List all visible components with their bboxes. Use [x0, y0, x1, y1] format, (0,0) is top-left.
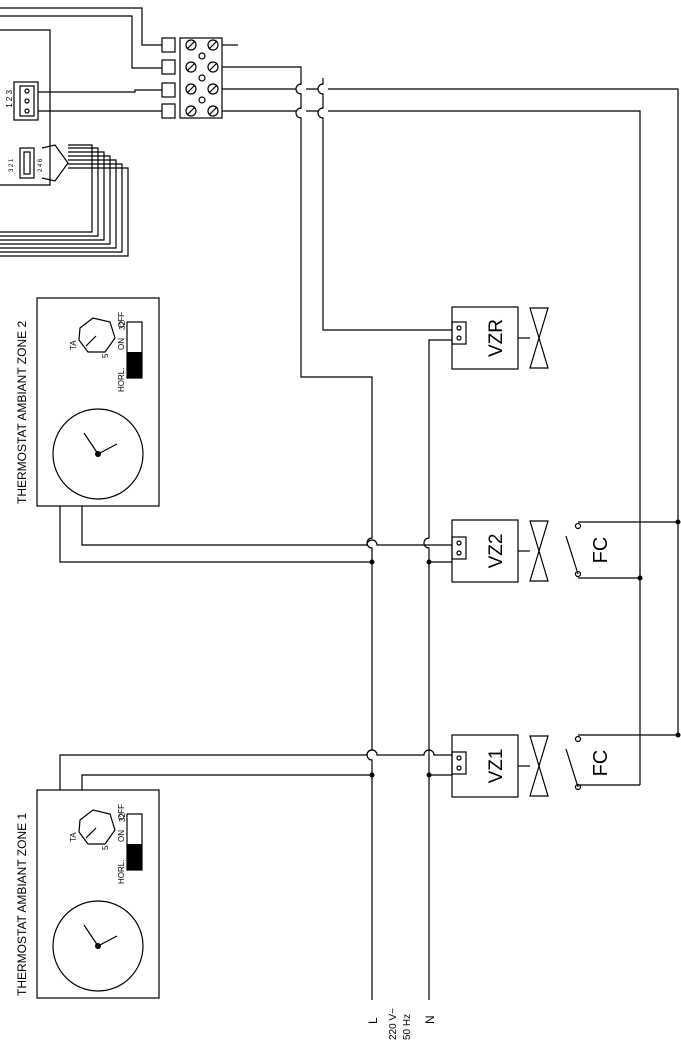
- terminal-block: [0, 7, 223, 119]
- connector-pin-labels: 1 2 3: [5, 89, 14, 107]
- valve-vz2: VZ2: [451, 519, 549, 583]
- thermostat-zone-2-mode-on: ON: [117, 338, 126, 350]
- valve-vzr-label: VZR: [486, 319, 507, 357]
- supply-labels: L 220 V~ 50 Hz N: [366, 1008, 437, 1040]
- supply-voltage-label: 220 V~: [388, 1008, 399, 1040]
- thermostat-zone-2-mode-horl: HORL.: [117, 368, 126, 392]
- thermostat-zone-2: THERMOSTAT AMBIANT ZONE 2 TA 5 32 HORL. …: [15, 297, 160, 507]
- supply-line-label: L: [366, 1017, 380, 1024]
- end-switch-fc-1: FC: [565, 735, 612, 791]
- valve-vz2-label: VZ2: [486, 534, 507, 569]
- supply-neutral-label: N: [423, 1015, 437, 1024]
- thermostat-zone-1-mode-off: OFF: [117, 804, 126, 820]
- thermostat-zone-2-dial-label: TA: [69, 340, 78, 350]
- valve-vz1-label: VZ1: [486, 749, 507, 784]
- end-switch-fc-1-label: FC: [590, 750, 612, 777]
- thermostat-zone-1-dial-max: 32: [118, 813, 127, 822]
- wires: [59, 44, 681, 1000]
- thermostat-zone-1-title: THERMOSTAT AMBIANT ZONE 1: [15, 813, 29, 996]
- terminal-screws: [185, 39, 219, 117]
- supply-frequency-label: 50 Hz: [402, 1014, 413, 1040]
- thermostat-zone-1: THERMOSTAT AMBIANT ZONE 1 TA 5 32 HORL. …: [15, 789, 160, 999]
- thermostat-zone-1-mode-on: ON: [117, 830, 126, 842]
- thermostat-zone-2-mode-off: OFF: [117, 312, 126, 328]
- thermostat-zone-1-dial-min: 5: [101, 845, 110, 850]
- thermostat-zone-1-dial-label: TA: [69, 832, 78, 842]
- end-switch-fc-2-label: FC: [590, 537, 612, 564]
- thermostat-zone-2-dial-min: 5: [101, 353, 110, 358]
- end-switch-fc-2: FC: [565, 522, 612, 578]
- thermostat-zone-2-dial-max: 32: [118, 321, 127, 330]
- thermostat-zone-2-title: THERMOSTAT AMBIANT ZONE 2: [15, 321, 29, 504]
- valve-vzr: VZR: [451, 306, 549, 370]
- connector2-pin-labels-b: 2 4 6: [38, 158, 44, 172]
- valve-vz1: VZ1: [451, 734, 549, 798]
- thermostat-zone-1-mode-horl: HORL.: [117, 860, 126, 884]
- control-board: 1 2 3 3 2 1 2 4 6: [0, 29, 129, 257]
- connector2-pin-labels-a: 3 2 1: [9, 158, 15, 172]
